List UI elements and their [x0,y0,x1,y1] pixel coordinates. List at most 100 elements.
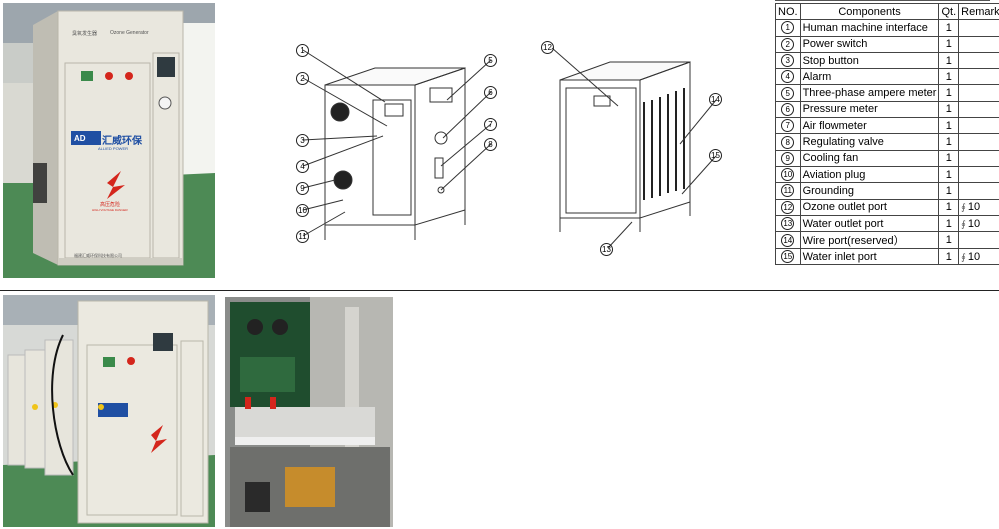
callout-3: 3 [296,134,309,147]
callout-4: 4 [296,160,309,173]
callout-13: 13 [600,243,613,256]
row-number: 6 [775,100,801,119]
row-remark [958,84,999,102]
callout-9: 9 [296,182,309,195]
warning-en: HIGH VOLTAGE DANGER [92,208,128,212]
row-number: 15 [775,248,801,266]
diameter-icon: ∮ [961,202,966,213]
row-remark [958,100,999,119]
row-remark: ∮10 [958,248,999,266]
row-number: 1 [775,19,801,37]
row-qty: 1 [938,100,960,119]
photo-cabinet-row [3,295,215,527]
table-top-rule [775,0,990,1]
row-number: 13 [775,214,801,233]
row-qty: 1 [938,231,960,250]
row-number: 9 [775,149,801,167]
row-remark [958,149,999,167]
row-remark [958,182,999,200]
row-remark: ∮10 [958,198,999,216]
row-component: Power switch [799,35,940,53]
row-remark: ∮10 [958,214,999,233]
row-qty: 1 [938,19,960,37]
row-component: Water outlet port [799,214,940,233]
row-qty: 1 [938,68,960,86]
row-number: 7 [775,117,801,135]
row-component: Human machine interface [799,19,940,37]
brand-en: ALLIED POWER [98,146,129,151]
row-remark [958,117,999,135]
row-qty: 1 [938,198,960,216]
diagram-back [540,40,730,260]
diagram-front [285,40,500,255]
section-divider [0,290,999,291]
row-component: Alarm [799,68,940,86]
row-qty: 1 [938,35,960,53]
row-remark [958,68,999,86]
callout-8: 8 [484,138,497,151]
row-number: 10 [775,165,801,184]
callout-1: 1 [296,44,309,57]
header-remark: Remark [958,2,999,21]
row-qty: 1 [938,214,960,233]
row-number: 8 [775,133,801,151]
row-number: 2 [775,35,801,53]
row-component: Grounding [799,182,940,200]
row-remark [958,133,999,151]
row-component: Aviation plug [799,165,940,184]
row-remark [958,231,999,250]
row-number: 12 [775,198,801,216]
row-component: Wire port(reserved） [799,231,940,250]
row-component: Stop button [799,51,940,70]
row-number: 3 [775,51,801,70]
callout-5: 5 [484,54,497,67]
row-remark [958,165,999,184]
row-qty: 1 [938,51,960,70]
callout-11: 11 [296,230,309,243]
row-number: 4 [775,68,801,86]
callout-14: 14 [709,93,722,106]
callout-7: 7 [484,118,497,131]
row-number: 11 [775,182,801,200]
cabinet-header-en: Ozone Generator [110,30,149,36]
row-qty: 1 [938,165,960,184]
row-remark [958,19,999,37]
header-components: Components [799,2,940,21]
callout-10: 10 [296,204,309,217]
row-remark [958,35,999,53]
callout-2: 2 [296,72,309,85]
warning-cn: 高压危险 [100,202,121,208]
cabinet-header-cn: 臭氧发生器 [72,31,98,37]
brand-logo: AD [74,134,86,143]
photo-cabinet-front [3,3,215,278]
row-remark [958,51,999,70]
header-no: NO. [775,2,801,21]
callout-6: 6 [484,86,497,99]
photo-internal-electronics [225,297,393,527]
row-number: 5 [775,84,801,102]
row-qty: 1 [938,248,960,266]
row-qty: 1 [938,149,960,167]
brand-cn: 汇威环保 [102,136,142,147]
row-component: Water inlet port [799,248,940,266]
row-qty: 1 [938,133,960,151]
row-qty: 1 [938,117,960,135]
row-component: Regulating valve [799,133,940,151]
